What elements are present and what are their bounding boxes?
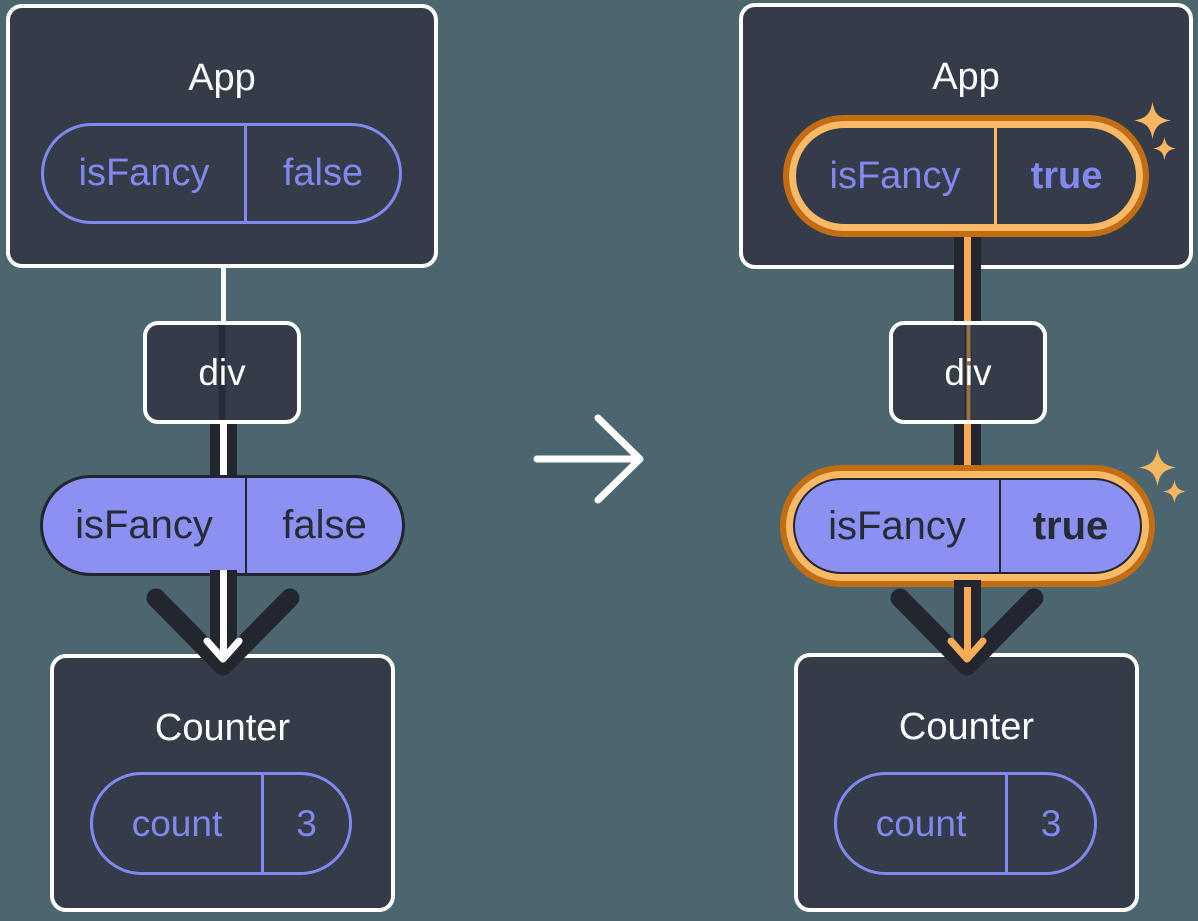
transition-arrow-icon bbox=[533, 414, 644, 504]
prop-arrow-into-counter-after bbox=[890, 580, 1044, 676]
prop-name: isFancy bbox=[795, 480, 1001, 572]
prop-line-div-to-pill-before bbox=[210, 424, 237, 477]
prop-line-through-div bbox=[964, 325, 972, 420]
prop-value: false bbox=[282, 503, 367, 547]
connector-app-to-div-before bbox=[221, 266, 226, 324]
div-card-before: div bbox=[143, 321, 301, 424]
prop-value: true bbox=[1032, 503, 1109, 548]
prop-arrow-into-counter-before bbox=[146, 570, 300, 676]
state-pill-counter-before: count 3 bbox=[90, 772, 352, 875]
state-value: 3 bbox=[1040, 802, 1062, 844]
prop-value: true bbox=[1030, 154, 1103, 197]
div-card-after: div bbox=[889, 321, 1047, 424]
highlight-ring: isFancy true bbox=[786, 471, 1149, 581]
prop-pill-app-after-highlighted: isFancy true bbox=[783, 115, 1149, 237]
state-value: 3 bbox=[296, 802, 317, 844]
prop-name: isFancy bbox=[44, 126, 247, 221]
prop-pill-passed-after-highlighted: isFancy true bbox=[780, 465, 1155, 587]
sparkle-icon bbox=[1139, 449, 1176, 486]
prop-line-through-div bbox=[218, 325, 226, 420]
state-name: count bbox=[93, 775, 264, 872]
highlight-ring: isFancy true bbox=[789, 121, 1143, 231]
state-name: count bbox=[837, 775, 1008, 872]
prop-pill-passed-before: isFancy false bbox=[40, 475, 405, 576]
prop-pill-app-before: isFancy false bbox=[41, 123, 402, 224]
element-label: div bbox=[944, 351, 992, 393]
prop-name: isFancy bbox=[796, 128, 997, 224]
prop-line-div-to-pill-after bbox=[954, 424, 981, 468]
prop-value: false bbox=[282, 152, 364, 194]
state-pill-counter-after: count 3 bbox=[834, 772, 1097, 875]
sparkle-icon bbox=[1153, 137, 1176, 160]
component-title: App bbox=[188, 57, 256, 99]
element-label: div bbox=[198, 351, 246, 393]
component-title: App bbox=[932, 56, 1000, 98]
sparkle-icon bbox=[1163, 480, 1186, 503]
component-title: Counter bbox=[898, 706, 1035, 748]
prop-name: isFancy bbox=[43, 478, 247, 573]
counter-card-after: Counter bbox=[794, 653, 1139, 912]
component-title: Counter bbox=[154, 707, 291, 749]
prop-line-app-to-div-after bbox=[954, 237, 981, 321]
sparkle-icon bbox=[1134, 102, 1171, 139]
